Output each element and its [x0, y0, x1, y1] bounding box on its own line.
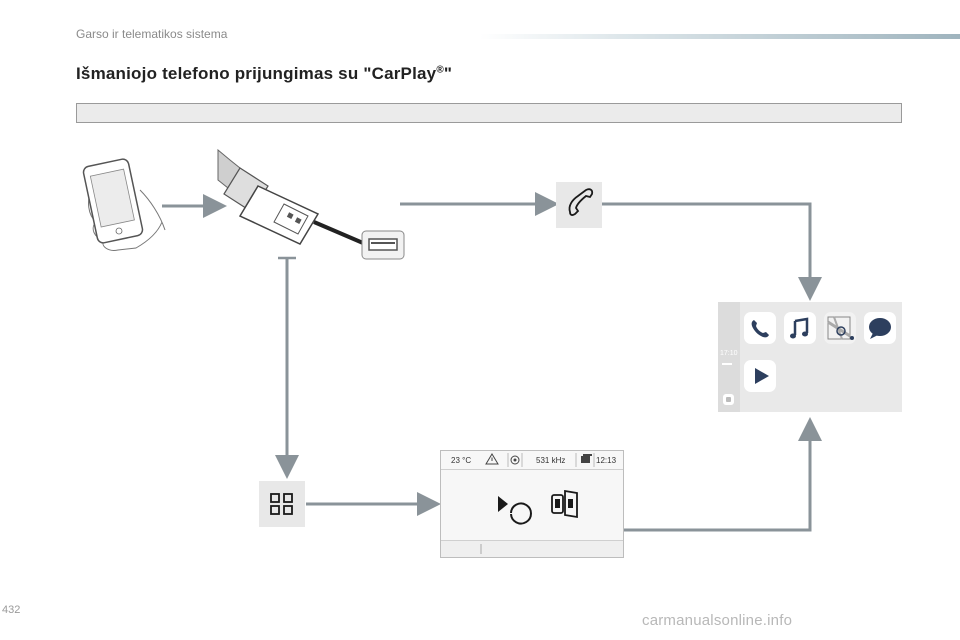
carplay-maps-app[interactable] — [824, 312, 856, 344]
watermark: carmanualsonline.info — [642, 612, 793, 629]
carplay-time: 17:10 — [720, 350, 738, 357]
play-icon — [755, 368, 769, 384]
smartphone-hand-icon — [82, 158, 166, 251]
mirrorlink-button[interactable] — [551, 489, 578, 519]
title-end: " — [443, 64, 453, 83]
phone-tile[interactable] — [556, 182, 602, 228]
connectivity-icon — [510, 455, 520, 465]
radio-screen: 23 °C 531 kHz 12:13 — [440, 450, 624, 558]
message-icon — [869, 318, 891, 336]
carplay-music-app[interactable] — [784, 312, 816, 344]
phone-icon — [751, 320, 769, 338]
map-icon — [827, 316, 851, 340]
carplay-play-icon — [510, 502, 532, 525]
carplay-sidebar: 17:10 — [718, 302, 740, 412]
page-title: Išmaniojo telefono prijungimas su "CarPl… — [76, 64, 452, 84]
media-icon — [581, 456, 590, 463]
apps-grid-icon — [270, 493, 280, 503]
section-band — [76, 103, 902, 123]
phone-icon — [568, 188, 594, 216]
frequency-label: 531 kHz — [536, 456, 566, 465]
header-decorative-bar — [480, 34, 960, 39]
registered-mark: ® — [436, 64, 444, 76]
clock-label: 12:13 — [596, 456, 617, 465]
usb-cable-icon — [217, 148, 371, 248]
section-header: Garso ir telematikos sistema — [76, 27, 228, 41]
carplay-phone-app[interactable] — [744, 312, 776, 344]
mirror-phone-icon — [551, 494, 564, 514]
radio-bottom-bar — [441, 540, 623, 557]
carplay-launch-button[interactable] — [498, 496, 532, 525]
carplay-podcast-app[interactable] — [744, 360, 776, 392]
usb-port-icon — [361, 230, 405, 260]
arrow-phone-to-carplay — [602, 202, 822, 301]
temperature-label: 23 °C — [451, 456, 472, 465]
applications-tile[interactable] — [259, 481, 305, 527]
title-text: Išmaniojo telefono prijungimas su "CarPl… — [76, 64, 437, 83]
music-icon — [794, 317, 809, 333]
page-number: 432 — [2, 604, 21, 616]
carplay-screen: 17:10 — [718, 302, 902, 412]
radio-status-bar: 23 °C 531 kHz 12:13 — [441, 451, 623, 470]
warning-icon — [485, 453, 499, 465]
carplay-messages-app[interactable] — [864, 312, 896, 344]
